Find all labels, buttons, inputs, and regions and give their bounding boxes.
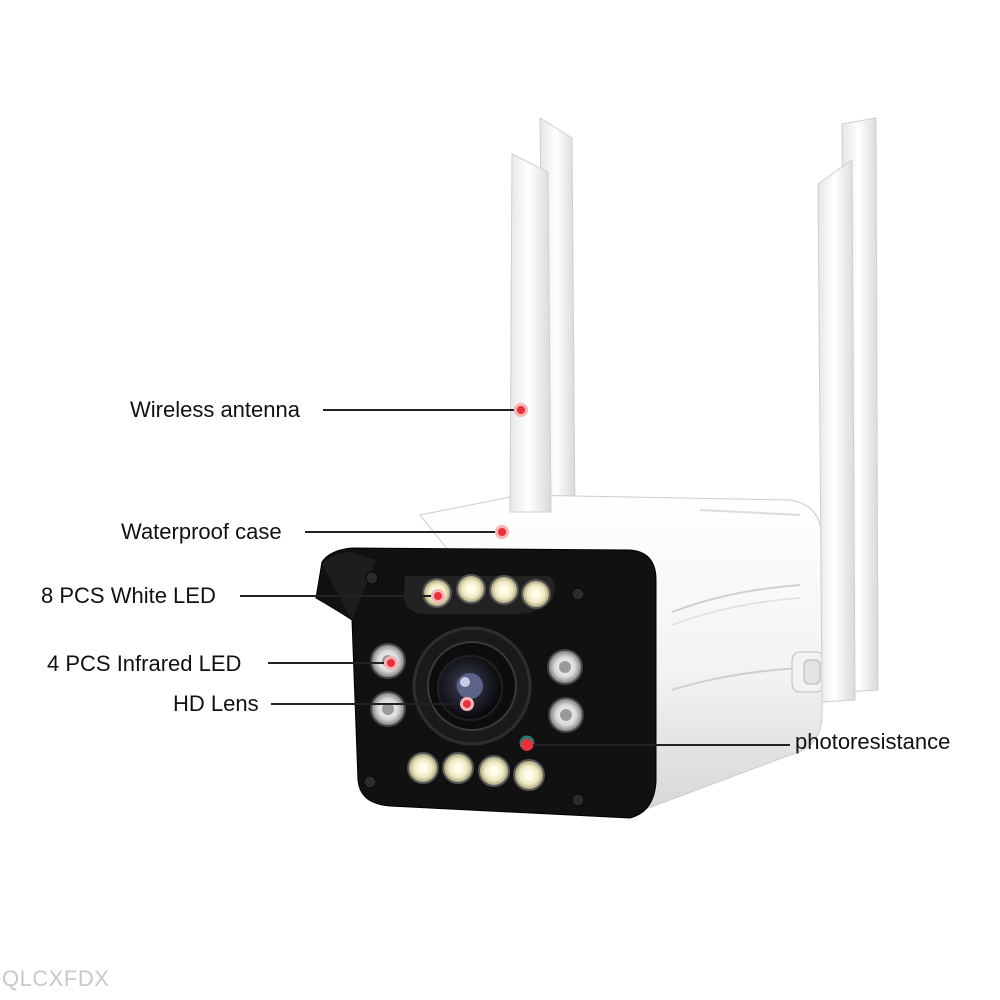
white-led-group: [407, 574, 551, 791]
led-icon: [521, 579, 551, 609]
led-icon: [489, 575, 519, 605]
antenna-icon: [509, 153, 856, 703]
led-icon: [370, 691, 406, 727]
led-icon: [478, 755, 510, 787]
label-photoresistance: photoresistance: [795, 729, 951, 754]
watermark-text: QLCXFDX: [2, 966, 110, 991]
led-icon: [548, 697, 584, 733]
led-icon: [407, 752, 439, 784]
led-icon: [513, 759, 545, 791]
label-waterproof-case: Waterproof case: [121, 519, 282, 544]
leader-lines: [240, 409, 790, 746]
led-icon: [442, 752, 474, 784]
led-icon: [456, 574, 486, 604]
label-white-led: 8 PCS White LED: [41, 583, 216, 608]
label-hd-lens: HD Lens: [173, 691, 259, 716]
callout-markers: [384, 403, 533, 751]
label-wireless-antenna: Wireless antenna: [130, 397, 300, 422]
led-icon: [547, 649, 583, 685]
label-infrared-led: 4 PCS Infrared LED: [47, 651, 242, 676]
lens-icon: [437, 655, 503, 721]
